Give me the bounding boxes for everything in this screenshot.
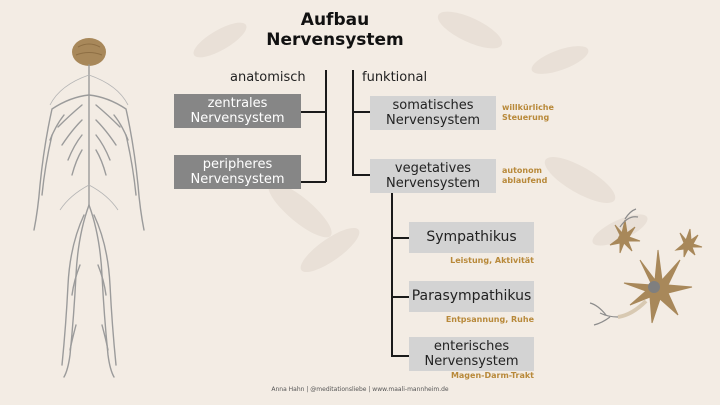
node-parasympathikus: Parasympathikus: [409, 281, 534, 312]
node-label: Parasympathikus: [411, 288, 532, 304]
functional-branch-line-2: [352, 174, 370, 176]
node-sympathikus: Sympathikus: [409, 222, 534, 253]
column-header-anatomical: anatomisch: [230, 70, 306, 85]
node-label-line-2: Nervensystem: [190, 172, 285, 187]
node-label-line-2: Nervensystem: [386, 176, 480, 191]
vegetative-branch-line-3: [391, 355, 409, 357]
node-label-line-2: Nervensystem: [190, 111, 285, 126]
node-label: Sympathikus: [426, 229, 517, 245]
note-sympathikus: Leistung, Aktivität: [450, 256, 534, 265]
functional-trunk-line: [352, 70, 354, 175]
nervous-system-figure-icon: [33, 38, 145, 378]
functional-branch-line-1: [352, 111, 370, 113]
node-label-line-2: Nervensystem: [424, 354, 519, 369]
note-line-2: Steuerung: [502, 113, 550, 122]
node-label-line-1: zentrales: [207, 96, 268, 111]
note-line-2: ablaufend: [502, 176, 548, 185]
title-line-2: Nervensystem: [266, 30, 404, 50]
note-line-1: autonom: [502, 166, 542, 175]
vegetative-trunk-line: [391, 193, 393, 356]
vegetative-branch-line-2: [391, 296, 409, 298]
anatomical-branch-line-2: [301, 181, 326, 183]
note-line-1: willkürliche: [502, 103, 554, 112]
note-vegetatives: autonom ablaufend: [502, 166, 547, 186]
anatomical-branch-line-1: [301, 111, 326, 113]
diagram-title: Aufbau Nervensystem: [240, 10, 430, 50]
column-header-functional: funktional: [362, 70, 428, 85]
node-label-line-1: enterisches: [433, 339, 510, 354]
vegetative-branch-line-1: [391, 237, 409, 239]
neuron-cell-icon: [589, 208, 703, 326]
note-parasympathikus: Entpsannung, Ruhe: [445, 315, 534, 324]
node-vegetatives-nervensystem: vegetatives Nervensystem: [370, 159, 496, 193]
node-somatisches-nervensystem: somatisches Nervensystem: [370, 96, 496, 130]
brain-icon: [72, 38, 106, 66]
node-label-line-2: Nervensystem: [386, 113, 480, 128]
node-label-line-1: peripheres: [202, 157, 273, 172]
node-label-line-1: somatisches: [392, 98, 474, 113]
footer-credits: Anna Hahn | @meditationsliebe | www.maal…: [271, 386, 449, 393]
title-line-1: Aufbau: [300, 10, 370, 30]
note-somatisches: willkürliche Steuerung: [502, 103, 554, 123]
note-enterisches: Magen-Darm-Trakt: [450, 371, 534, 380]
node-zentrales-nervensystem: zentrales Nervensystem: [174, 94, 301, 128]
anatomical-trunk-line: [325, 70, 327, 182]
node-peripheres-nervensystem: peripheres Nervensystem: [174, 155, 301, 189]
node-enterisches-nervensystem: enterisches Nervensystem: [409, 337, 534, 371]
node-label-line-1: vegetatives: [394, 161, 472, 176]
